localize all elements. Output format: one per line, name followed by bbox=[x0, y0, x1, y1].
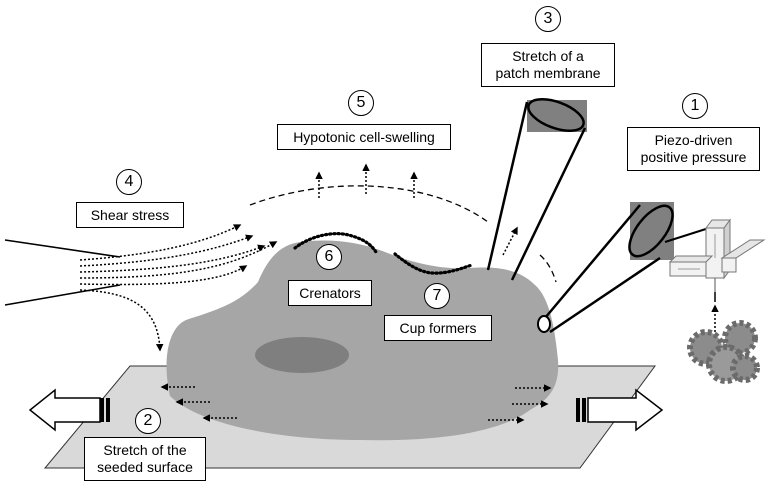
label-patch-membrane: Stretch of a patch membrane bbox=[481, 43, 615, 87]
swelling-arc-right bbox=[539, 254, 557, 283]
stretch-arrow-right bbox=[576, 388, 664, 432]
label-patch-line1: Stretch of a bbox=[512, 48, 584, 64]
label-3-number: 3 bbox=[535, 6, 561, 32]
shear-tube-bottom bbox=[4, 284, 121, 306]
swelling-arrows bbox=[315, 163, 518, 256]
gears bbox=[687, 320, 760, 384]
label-1-number: 1 bbox=[682, 93, 708, 119]
patch-pipette bbox=[486, 98, 587, 281]
label-crenators: Crenators bbox=[288, 280, 372, 306]
shear-tube-top bbox=[4, 239, 121, 258]
cup-former-edge bbox=[393, 252, 474, 275]
label-piezo-pressure: Piezo-driven positive pressure bbox=[627, 127, 760, 171]
label-6-number: 6 bbox=[316, 244, 342, 270]
piezo-actuator bbox=[668, 218, 766, 302]
nucleus bbox=[255, 337, 349, 373]
cell-body bbox=[166, 240, 559, 441]
label-7-number: 7 bbox=[424, 283, 450, 309]
label-seeded-surface: Stretch of the seeded surface bbox=[84, 437, 206, 481]
piezo-pipette bbox=[537, 202, 710, 334]
label-cup-formers: Cup formers bbox=[384, 315, 492, 341]
swelling-arc bbox=[249, 185, 489, 223]
label-2-number: 2 bbox=[135, 408, 161, 434]
stretch-arrow-left bbox=[28, 388, 110, 432]
label-4-number: 4 bbox=[116, 169, 142, 195]
crenator-edge bbox=[293, 232, 378, 254]
label-patch-line2: patch membrane bbox=[495, 65, 601, 81]
label-seeded-line2: seeded surface bbox=[97, 459, 193, 475]
label-shear-stress: Shear stress bbox=[76, 202, 184, 228]
label-seeded-line1: Stretch of the bbox=[103, 442, 187, 458]
shear-flow-arrows bbox=[79, 224, 278, 352]
label-hypotonic-swelling: Hypotonic cell-swelling bbox=[277, 124, 451, 150]
label-5-number: 5 bbox=[348, 90, 374, 116]
label-piezo-line1: Piezo-driven bbox=[654, 132, 733, 148]
label-piezo-line2: positive pressure bbox=[640, 149, 747, 165]
substrate-inner-arrows bbox=[160, 383, 552, 424]
